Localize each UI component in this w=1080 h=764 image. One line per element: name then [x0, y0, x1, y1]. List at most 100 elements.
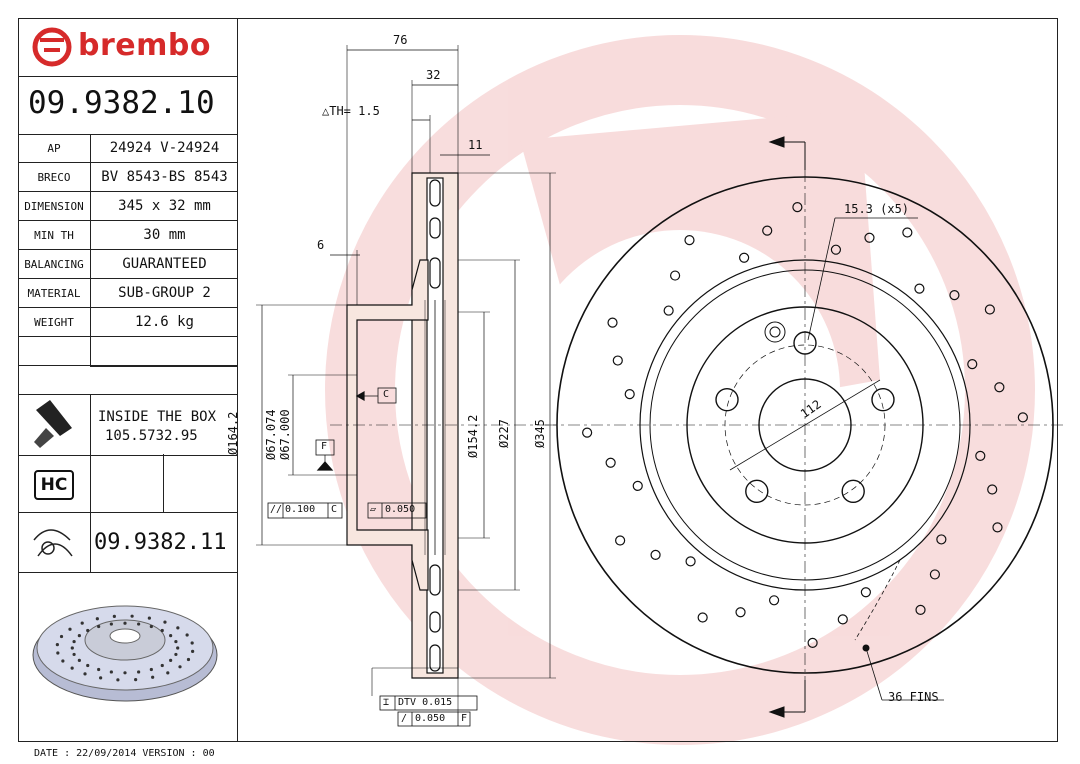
drill-hole: [860, 587, 871, 598]
illustration-hole: [123, 621, 127, 625]
part-number: 09.9382.10: [28, 85, 215, 121]
drill-hole: [685, 556, 696, 567]
drill-hole: [739, 252, 750, 263]
bolt-hole: [745, 479, 769, 504]
illustration-hole: [77, 658, 81, 663]
illustration-hole: [137, 670, 141, 674]
spec-value: 12.6 kg: [90, 307, 238, 337]
drill-hole: [582, 427, 593, 438]
part-number-box: 09.9382.10: [18, 76, 237, 135]
flatness-symbol: ▱: [370, 504, 377, 515]
dim-76: 76: [393, 33, 408, 47]
spec-key: BALANCING: [18, 249, 91, 279]
illustration-hole: [174, 652, 178, 657]
drill-hole: [762, 225, 773, 236]
illustration-hole: [80, 621, 84, 625]
runout-symbol: /: [401, 713, 408, 724]
spec-key: MATERIAL: [18, 278, 91, 308]
brembo-watermark: [325, 35, 1035, 745]
drill-hole: [697, 612, 708, 623]
dim-345: Ø345: [533, 419, 547, 448]
drill-hole: [975, 450, 986, 462]
disc-side-icon: [33, 529, 73, 557]
drill-hole: [914, 283, 925, 294]
drawing-frame: [18, 18, 1058, 742]
dim-6: 6: [317, 238, 325, 252]
illustration-hole: [56, 651, 60, 655]
illustration-hole: [83, 672, 87, 676]
drill-hole: [929, 569, 940, 580]
drill-hole: [902, 227, 913, 238]
drill-hole: [967, 359, 978, 370]
drill-hole: [864, 232, 875, 243]
datum-c: C: [383, 389, 390, 400]
illustration-hole: [72, 639, 76, 644]
illustration-hole: [77, 634, 81, 638]
runout-value: 0.050: [415, 713, 446, 724]
drill-hole: [607, 317, 618, 328]
dim-67000: Ø67.000: [278, 409, 292, 460]
dim-11: 11: [468, 138, 483, 152]
bolt-hole: [871, 387, 895, 412]
illustration-hole: [178, 665, 182, 669]
inside-box-label: INSIDE THE BOX: [98, 409, 217, 425]
inside-box-section: INSIDE THE BOX 105.5732.95: [18, 394, 237, 456]
illustration-hole: [134, 678, 138, 682]
illustration-hole: [68, 627, 72, 631]
illustration-hole: [109, 670, 113, 674]
illustration-hole: [174, 639, 178, 644]
drill-hole: [1017, 412, 1028, 423]
dtv-value: DTV 0.015: [398, 697, 453, 708]
illustration-hole: [59, 634, 64, 639]
illustration-hole: [70, 666, 74, 670]
drill-hole: [612, 355, 623, 366]
disc-front-view: [545, 136, 1065, 718]
dim-67074: Ø67.074: [264, 409, 278, 460]
illustration-hole: [160, 663, 164, 668]
drill-hole: [936, 534, 947, 545]
drill-hole: [624, 388, 635, 400]
drill-hole: [605, 457, 616, 468]
illustration-hole: [55, 643, 59, 647]
drill-hole: [684, 235, 695, 246]
disc-illustration: [32, 605, 218, 702]
spec-key: WEIGHT: [18, 307, 91, 337]
screw-icon: [34, 400, 72, 448]
spec-key: DIMENSION: [18, 191, 91, 221]
illustration-hole: [190, 641, 194, 645]
illustration-hole: [99, 676, 103, 680]
illustration-hole: [97, 667, 101, 672]
illustration-hole: [95, 617, 99, 621]
illustration-hole: [191, 649, 195, 653]
inside-box-part: 105.5732.95: [105, 428, 198, 444]
illustration-hole: [149, 667, 153, 672]
brand-name: brembo: [78, 28, 211, 63]
dim-227: Ø227: [497, 419, 511, 448]
disc-section-view: [256, 45, 560, 727]
spec-value: SUB-GROUP 2: [90, 278, 238, 308]
drill-hole: [837, 614, 848, 625]
parallel-symbol: //: [270, 504, 283, 515]
dtv-symbol: ⌶: [383, 697, 390, 708]
spec-empty-row: [90, 338, 237, 367]
illustration-hole: [176, 626, 180, 630]
holes-label: 15.3 (x5): [844, 202, 910, 216]
tol-left: 0.100: [285, 504, 316, 515]
illustration-hole: [185, 633, 189, 637]
illustration-hole: [61, 659, 65, 663]
brembo-logo-symbol: [32, 27, 72, 67]
runout-ref: F: [461, 713, 468, 724]
dim-32: 32: [426, 68, 441, 82]
spec-value: GUARANTEED: [90, 249, 238, 279]
footer-date: DATE : 22/09/2014 VERSION : 00: [34, 748, 215, 759]
illustration-hole: [160, 628, 164, 633]
drill-hole: [987, 484, 998, 495]
illustration-hole: [116, 678, 120, 682]
illustration-hole: [163, 620, 167, 624]
spec-key: AP: [18, 134, 91, 163]
tol-mid: 0.050: [385, 504, 416, 515]
